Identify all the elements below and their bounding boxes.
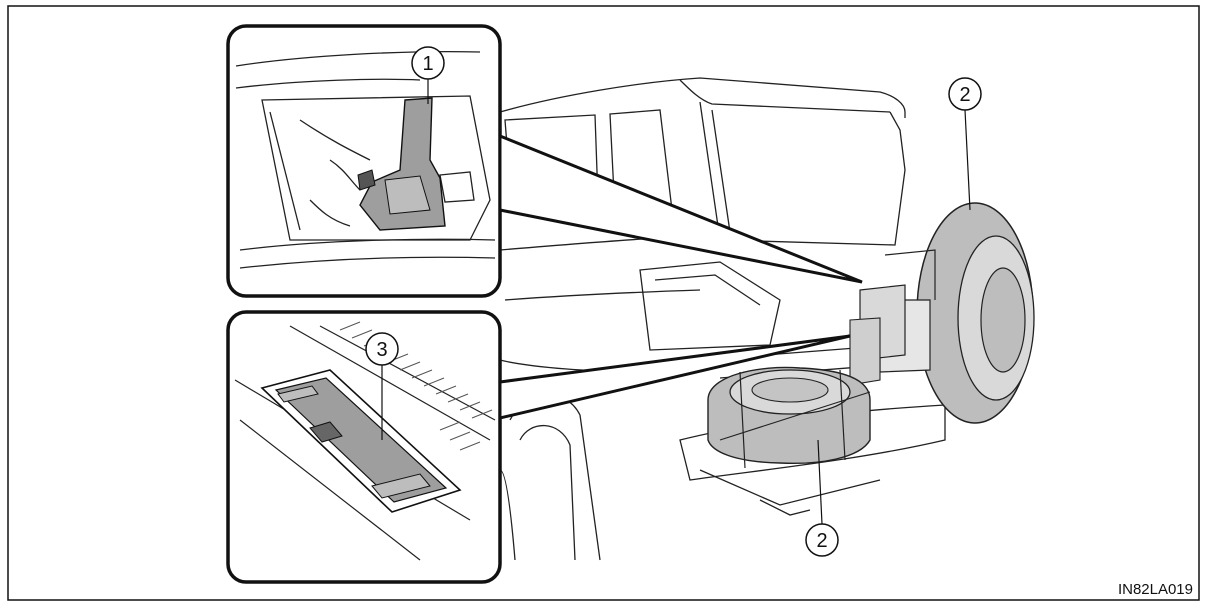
- callout-1-label: 1: [422, 53, 433, 75]
- inset-tool-tray: [228, 312, 500, 582]
- callout-2-top-label: 2: [959, 84, 970, 106]
- spare-tire-underfloor: [708, 367, 870, 468]
- callout-3-label: 3: [376, 339, 387, 361]
- spare-tire-carrier: [850, 203, 1034, 423]
- callout-2-bottom-label: 2: [816, 530, 827, 552]
- callout-2-top: 2: [949, 78, 981, 210]
- inset-jack-location: [228, 26, 500, 296]
- figure-code: IN82LA019: [1118, 581, 1193, 598]
